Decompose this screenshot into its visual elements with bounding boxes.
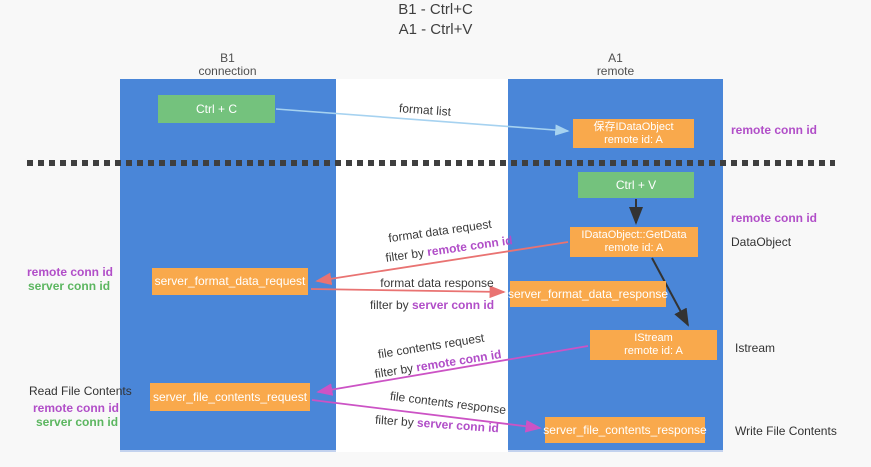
file-request-label: server_file_contents_request [152, 389, 308, 404]
filter-by-text: filter by [374, 412, 415, 430]
ctrl-v-label: Ctrl + V [615, 177, 657, 192]
label-remote-conn-id-top: remote conn id [731, 123, 818, 137]
save-dataobject-line1: 保存IDataObject [593, 120, 674, 133]
node-server-file-contents-request: server_file_contents_request [150, 383, 310, 411]
node-server-format-data-request: server_format_data_request [152, 268, 308, 295]
istream-line2: remote id: A [624, 345, 683, 357]
filter-by-text: filter by [369, 298, 409, 312]
lifeline-a1-role: remote [596, 64, 635, 78]
lifeline-b1-role: connection [198, 64, 257, 78]
lifeline-header-b1: B1 connection [170, 52, 285, 78]
node-ctrl-v: Ctrl + V [578, 172, 694, 198]
istream-line1: IStream [634, 332, 673, 344]
lifeline-a1-name: A1 [608, 51, 623, 65]
getdata-line2: remote id: A [604, 242, 664, 254]
title-line-2: A1 - Ctrl+V [398, 21, 473, 38]
format-request-label: server_format_data_request [154, 274, 306, 288]
node-server-format-data-response: server_format_data_response [507, 281, 669, 307]
title-line-1: B1 - Ctrl+C [398, 1, 473, 18]
file-response-label: server_file_contents_response [543, 422, 707, 437]
lifeline-b1-name: B1 [220, 51, 235, 65]
lifeline-header-a1: A1 remote [558, 52, 673, 78]
label-istream: Istream [735, 341, 776, 355]
anno-filter-server-1: filter by server conn id [370, 298, 494, 312]
copy-paste-divider-line [27, 160, 835, 166]
node-idataobject-getdata: IDataObject::GetData remote id: A [570, 227, 698, 257]
node-ctrl-c: Ctrl + C [158, 95, 275, 123]
label-write-file-contents: Write File Contents [735, 424, 837, 438]
label-dataobject: DataObject [731, 235, 792, 249]
label-remote-conn-id-left-format: remote conn id [27, 265, 114, 279]
diagram-title: B1 - Ctrl+C A1 - Ctrl+V [0, 0, 871, 40]
ctrl-c-label: Ctrl + C [195, 101, 237, 116]
label-server-conn-id-left-file: server conn id [36, 415, 119, 429]
format-response-label: server_format_data_response [507, 286, 669, 301]
node-save-dataobject: 保存IDataObject remote id: A [573, 119, 694, 148]
label-remote-conn-id-left-file: remote conn id [33, 401, 120, 415]
node-istream: IStream remote id: A [590, 330, 717, 360]
anno-format-data-response: format data response [380, 276, 494, 290]
node-server-file-contents-response: server_file_contents_response [543, 417, 707, 443]
server-conn-id-text: server conn id [412, 298, 495, 312]
save-dataobject-line2: remote id: A [604, 133, 663, 146]
label-remote-conn-id-mid: remote conn id [731, 211, 818, 225]
getdata-line1: IDataObject::GetData [581, 229, 687, 241]
label-server-conn-id-left-format: server conn id [28, 279, 111, 293]
label-read-file-contents: Read File Contents [29, 384, 132, 398]
